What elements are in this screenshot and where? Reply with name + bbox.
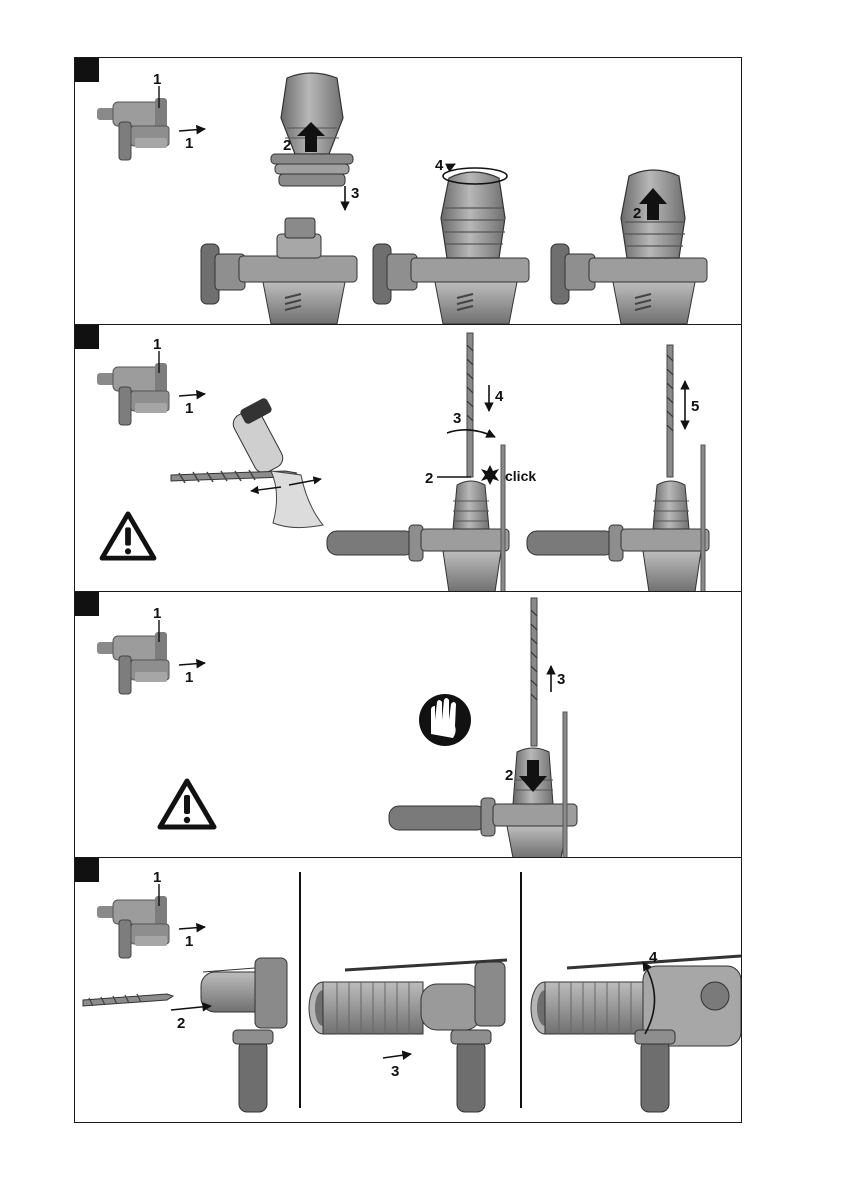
warning-icon bbox=[160, 781, 214, 827]
gloves-icon bbox=[419, 694, 471, 746]
drill-thumbnail bbox=[97, 363, 169, 425]
manual-page-frame: 1 1 2 3 bbox=[74, 57, 742, 1123]
slide-on-number: 3 bbox=[391, 1063, 399, 1080]
push-in-number: 4 bbox=[495, 388, 504, 405]
tool-arrow-number: 1 bbox=[185, 933, 193, 950]
panel-remove-bit: 1 1 2 3 bbox=[75, 591, 741, 857]
lower-chuck-number: 3 bbox=[351, 185, 359, 202]
tool-side-view-c bbox=[531, 956, 741, 1112]
remove-bit-illustration: 1 1 2 3 bbox=[75, 592, 741, 858]
panel-insert-bit: 1 1 bbox=[75, 324, 741, 591]
drill-bit-cleaning bbox=[171, 470, 323, 528]
insert-bit-illustration: 1 1 bbox=[75, 325, 741, 592]
tool-body-b bbox=[373, 172, 529, 324]
warning-icon bbox=[102, 514, 154, 558]
insert-bit-number: 2 bbox=[177, 1015, 185, 1032]
tool-callout-number: 1 bbox=[153, 869, 161, 886]
tool-callout-number: 1 bbox=[153, 336, 161, 353]
grease-tube-icon bbox=[230, 397, 287, 476]
rotate-lock-number: 4 bbox=[649, 949, 658, 966]
tool-body-f bbox=[389, 598, 577, 858]
tool-arrow-number: 1 bbox=[185, 135, 193, 152]
lift-chuck-number: 2 bbox=[283, 137, 291, 154]
chuck-replacement-illustration: 1 1 2 3 bbox=[75, 58, 741, 324]
tool-callout-number: 1 bbox=[153, 605, 161, 622]
tool-body-e bbox=[527, 345, 709, 592]
release-sleeve-number: 2 bbox=[425, 470, 433, 487]
pull-out-number: 3 bbox=[557, 671, 565, 688]
click-label: click bbox=[505, 468, 536, 484]
drill-thumbnail bbox=[97, 896, 169, 958]
drill-thumbnail bbox=[97, 632, 169, 694]
panel-dust-removal: 1 1 2 bbox=[75, 857, 741, 1122]
check-seat-number: 5 bbox=[691, 398, 699, 415]
tool-body-d bbox=[327, 333, 509, 592]
tool-arrow-number: 1 bbox=[185, 400, 193, 417]
lift-again-number: 2 bbox=[633, 205, 641, 222]
tool-arrow-number: 1 bbox=[185, 669, 193, 686]
panel-chuck-replacement: 1 1 2 3 bbox=[75, 58, 741, 324]
press-sleeve-number: 2 bbox=[505, 767, 513, 784]
drill-thumbnail bbox=[97, 98, 169, 160]
tool-side-view-a bbox=[83, 958, 287, 1112]
click-star-icon bbox=[481, 465, 499, 485]
rotate-sleeve-number: 4 bbox=[435, 157, 444, 174]
dust-removal-illustration: 1 1 2 bbox=[75, 858, 741, 1123]
tool-body-c bbox=[551, 170, 707, 324]
tool-side-view-b bbox=[309, 960, 507, 1112]
rotate-number: 3 bbox=[453, 410, 461, 427]
tool-body-a bbox=[201, 218, 357, 324]
tool-callout-number: 1 bbox=[153, 71, 161, 88]
